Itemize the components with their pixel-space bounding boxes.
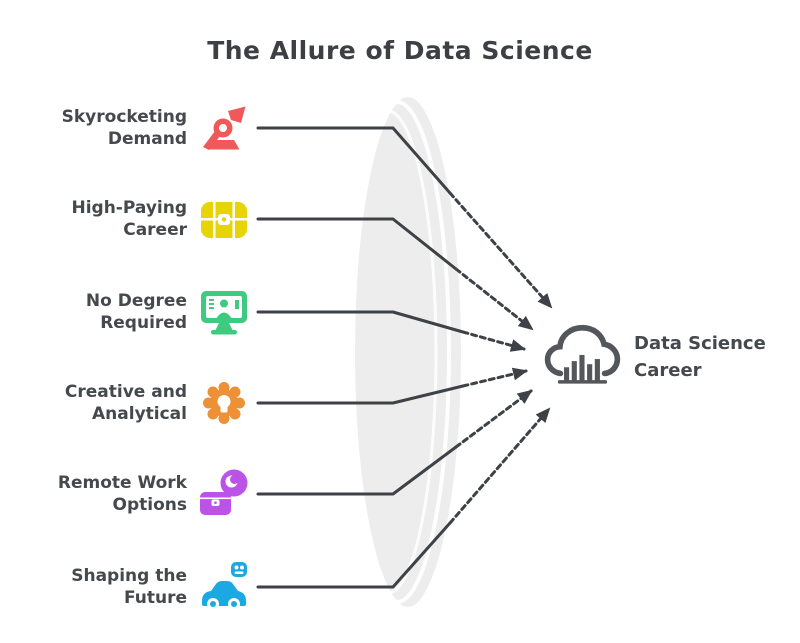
item-high-paying-career: High-Paying Career: [20, 191, 250, 247]
target-node-data-science-career: Data Science Career: [544, 318, 766, 396]
connector-line-6: [256, 521, 452, 589]
item-label: Shaping the Future: [71, 566, 187, 608]
lens: [349, 91, 467, 613]
item-shaping-the-future: Shaping the Future: [20, 559, 250, 615]
connector-arrow-3: [461, 330, 526, 352]
target-label: Data Science Career: [634, 333, 766, 381]
connector-line-2: [256, 217, 458, 271]
item-no-degree-required: No Degree Required: [20, 284, 250, 340]
connector-arrow-4: [461, 367, 528, 388]
item-label: High-Paying Career: [71, 198, 187, 240]
connector-arrow-6: [448, 407, 551, 525]
item-skyrocketing-demand: Skyrocketing Demand: [20, 100, 250, 156]
connector-line-3: [256, 310, 465, 334]
connector-arrow-5: [454, 389, 533, 449]
smart-car-icon: [202, 562, 247, 610]
item-creative-analytical: Creative and Analytical: [20, 375, 250, 431]
item-label: Remote Work Options: [57, 473, 187, 515]
briefcase-money-icon: [201, 202, 247, 238]
cloud-analytics-icon: [544, 324, 621, 384]
connector-line-1: [256, 126, 452, 195]
item-remote-work-options: Remote Work Options: [20, 466, 250, 522]
connector-line-4: [256, 384, 465, 405]
briefcase-globe-icon: [200, 469, 248, 515]
connector-arrow-1: [448, 191, 553, 309]
monitor-graduate-icon: [201, 291, 247, 335]
gear-lightbulb-icon: [203, 382, 245, 424]
connector-arrow-2: [454, 267, 534, 331]
item-label: Creative and Analytical: [64, 382, 187, 424]
item-label: No Degree Required: [85, 291, 187, 333]
rocket-demand-icon: [203, 106, 246, 150]
item-label: Skyrocketing Demand: [61, 107, 187, 149]
connector-rays: [256, 126, 553, 589]
connector-line-5: [256, 445, 458, 496]
page-title: The Allure of Data Science: [207, 36, 593, 65]
